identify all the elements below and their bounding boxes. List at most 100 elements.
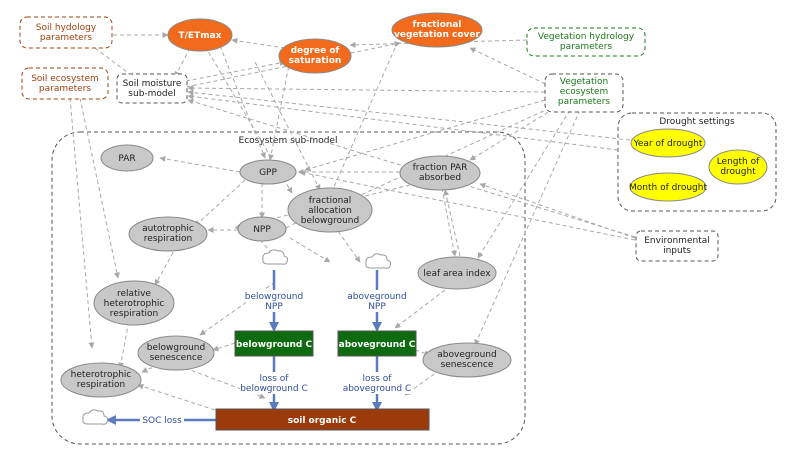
label-line: PAR bbox=[118, 154, 135, 164]
label-line: parameters bbox=[39, 84, 92, 94]
label-line: aboveground C bbox=[339, 340, 416, 350]
label-line: vegetation cover bbox=[394, 30, 480, 40]
belowground-c-label: belowground C bbox=[236, 340, 313, 350]
label-line: heterotrophic bbox=[71, 370, 132, 380]
gpp-label: GPP bbox=[259, 168, 277, 178]
label-line: Soil hydology bbox=[36, 23, 97, 33]
vegetation-ecosystem-parameters-box bbox=[544, 73, 624, 113]
month-of-drought-label: Month of drought bbox=[629, 183, 707, 193]
label-line: Drought settings bbox=[659, 117, 735, 127]
leaf-area-index-label: leaf area index bbox=[423, 269, 491, 279]
label-line: degree of bbox=[291, 46, 340, 56]
label-line: aboveground bbox=[347, 292, 406, 302]
label-line: senescence bbox=[441, 360, 494, 370]
fractional-allocation-belowground-node bbox=[287, 187, 373, 233]
soil-organic-c-label: soil organic C bbox=[288, 416, 357, 426]
npp-label: NPP bbox=[253, 225, 271, 235]
label-line: Year of drought bbox=[633, 139, 703, 149]
npp-node bbox=[237, 216, 287, 242]
t-etmax-label: T/ETmax bbox=[179, 31, 222, 41]
label-line: senescence bbox=[150, 353, 203, 363]
label-line: Length of bbox=[717, 157, 760, 167]
cloud-icon bbox=[82, 409, 109, 425]
label-line: NPP bbox=[265, 302, 283, 312]
fraction-par-absorbed-node bbox=[399, 155, 481, 191]
label-line: belowground C bbox=[240, 384, 308, 394]
label-line: aboveground C bbox=[343, 384, 412, 394]
gpp-node bbox=[239, 159, 297, 185]
soc-loss-label: SOC loss bbox=[142, 416, 182, 426]
length-of-drought-node bbox=[708, 149, 768, 185]
month-of-drought-node bbox=[629, 172, 707, 202]
label-line: Soil ecosystem bbox=[31, 74, 99, 84]
t-etmax-node bbox=[167, 18, 233, 52]
relative-heterotrophic-respiration-node bbox=[93, 280, 175, 326]
ecosystem-submodel-frame bbox=[51, 131, 526, 445]
label-line: absorbed bbox=[419, 173, 461, 183]
label-line: Soil moisture bbox=[123, 79, 182, 89]
label-line: relative bbox=[117, 289, 151, 299]
label-line: heterotrophic bbox=[104, 299, 165, 309]
label-line: loss of bbox=[260, 374, 290, 384]
label-line: respiration bbox=[110, 309, 158, 319]
belowground-senescence-node bbox=[137, 335, 215, 371]
aboveground-c-label: aboveground C bbox=[339, 340, 416, 350]
autotrophic-respiration-node bbox=[128, 216, 208, 252]
label-line: loss of bbox=[363, 374, 393, 384]
label-line: sub-model bbox=[128, 89, 175, 99]
label-line: Vegetation hydrology bbox=[538, 32, 635, 42]
label-line: allocation bbox=[308, 206, 352, 216]
label-line: belowground bbox=[301, 216, 359, 226]
soil-organic-c-pool bbox=[215, 408, 430, 431]
label-line: ecosystem bbox=[560, 87, 609, 97]
par-node bbox=[100, 144, 154, 172]
label-line: T/ETmax bbox=[179, 31, 222, 41]
degree-of-saturation-node bbox=[278, 38, 352, 74]
label-line: parameters bbox=[40, 33, 93, 43]
soil-moisture-submodel-box bbox=[116, 73, 188, 104]
label-line: Ecosystem sub-model bbox=[239, 136, 338, 146]
label-line: belowground bbox=[147, 343, 205, 353]
label-line: fractional bbox=[309, 196, 352, 206]
fractional-vegetation-cover-node bbox=[391, 12, 483, 48]
drought-settings-frame bbox=[617, 112, 777, 212]
label-line: Vegetation bbox=[560, 77, 609, 87]
aboveground-c-pool bbox=[337, 330, 417, 357]
soil-hydrology-parameters-box bbox=[19, 16, 113, 49]
soil-ecosystem-parameters-box bbox=[21, 67, 109, 100]
label-line: Environmental bbox=[644, 236, 709, 246]
dependency-edges bbox=[69, 32, 636, 411]
label-line: SOC loss bbox=[142, 416, 182, 426]
drought-settings-label: Drought settings bbox=[659, 117, 735, 127]
cloud-icon bbox=[262, 249, 289, 265]
leaf-area-index-node bbox=[417, 256, 497, 290]
label-line: belowground bbox=[245, 292, 303, 302]
label-line: NPP bbox=[368, 302, 386, 312]
label-line: fractional bbox=[413, 20, 462, 30]
label-line: soil organic C bbox=[288, 416, 357, 426]
year-of-drought-label: Year of drought bbox=[633, 139, 703, 149]
label-line: fraction PAR bbox=[413, 163, 468, 173]
label-line: leaf area index bbox=[423, 269, 491, 279]
aboveground-senescence-node bbox=[422, 342, 512, 378]
heterotrophic-respiration-node bbox=[60, 362, 142, 398]
label-line: NPP bbox=[253, 225, 271, 235]
label-line: Month of drought bbox=[629, 183, 707, 193]
label-line: inputs bbox=[663, 246, 691, 256]
